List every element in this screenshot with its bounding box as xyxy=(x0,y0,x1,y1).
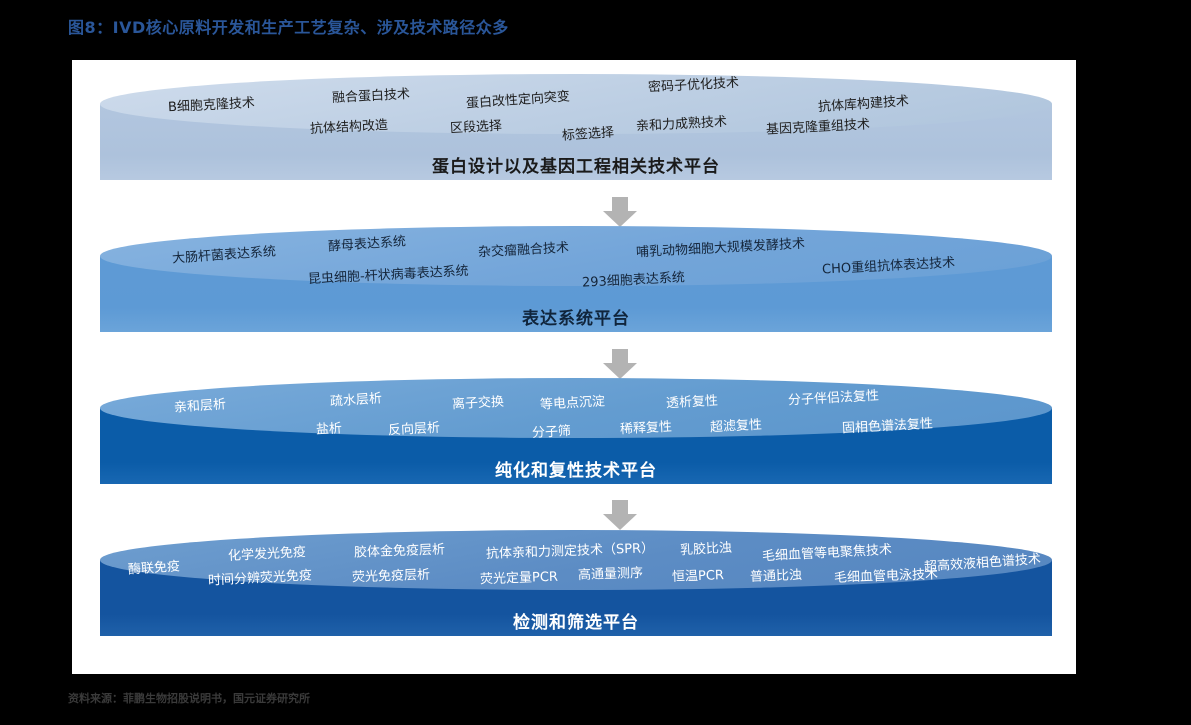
tag-label-selection[interactable]: 标签选择 xyxy=(561,125,615,144)
flow-arrow-2-to-3-icon xyxy=(603,349,637,379)
tag-antibody-library[interactable]: 抗体库构建技术 xyxy=(817,93,910,116)
layer-expression-system[interactable]: 大肠杆菌表达系统 酵母表达系统 杂交瘤融合技术 哺乳动物细胞大规模发酵技术 CH… xyxy=(100,226,1052,336)
tag-ultrafiltration-refolding[interactable]: 超滤复性 xyxy=(709,417,763,436)
tag-insect-baculovirus-expression[interactable]: 昆虫细胞-杆状病毒表达系统 xyxy=(307,263,469,288)
layer-protein-design[interactable]: B细胞克隆技术 融合蛋白技术 蛋白改性定向突变 密码子优化技术 抗体库构建技术 … xyxy=(100,74,1052,184)
tag-b-cell-cloning[interactable]: B细胞克隆技术 xyxy=(167,95,256,116)
tag-mammalian-fermentation[interactable]: 哺乳动物细胞大规模发酵技术 xyxy=(635,236,806,261)
tag-salting-out[interactable]: 盐析 xyxy=(315,421,343,438)
tag-molecular-sieve[interactable]: 分子筛 xyxy=(531,423,572,442)
tag-standard-turbidimetry[interactable]: 普通比浊 xyxy=(749,568,803,585)
layer-2-tags: 大肠杆菌表达系统 酵母表达系统 杂交瘤融合技术 哺乳动物细胞大规模发酵技术 CH… xyxy=(100,226,1052,291)
tag-fluorescence-immunochromatography[interactable]: 荧光免疫层析 xyxy=(351,567,431,586)
layer-purification-refolding[interactable]: 亲和层析 疏水层析 离子交换 等电点沉淀 透析复性 分子伴侣法复性 盐析 反向层… xyxy=(100,378,1052,488)
tag-chaperone-refolding[interactable]: 分子伴侣法复性 xyxy=(787,388,880,409)
tag-uplc[interactable]: 超高效液相色谱技术 xyxy=(923,551,1042,576)
tag-elisa[interactable]: 酶联免疫 xyxy=(127,559,181,578)
tag-affinity-chromatography[interactable]: 亲和层析 xyxy=(173,397,227,416)
tag-antibody-affinity-spr[interactable]: 抗体亲和力测定技术（SPR） xyxy=(485,541,655,562)
flow-arrow-1-to-2-icon xyxy=(603,197,637,227)
tag-high-throughput-sequencing[interactable]: 高通量测序 xyxy=(577,565,644,584)
tag-protein-mutation[interactable]: 蛋白改性定向突变 xyxy=(465,89,571,112)
tag-yeast-expression[interactable]: 酵母表达系统 xyxy=(327,234,407,255)
tag-capillary-isoelectric-focusing[interactable]: 毛细血管等电聚焦技术 xyxy=(761,542,893,565)
tag-trfia[interactable]: 时间分辨荧光免疫 xyxy=(207,568,313,589)
tag-segment-selection[interactable]: 区段选择 xyxy=(449,118,503,137)
tag-quantitative-pcr[interactable]: 荧光定量PCR xyxy=(479,569,559,588)
tag-ecoli-expression[interactable]: 大肠杆菌表达系统 xyxy=(171,244,277,267)
tag-reverse-phase-chromatography[interactable]: 反向层析 xyxy=(387,420,441,439)
figure-title: 图8：IVD核心原料开发和生产工艺复杂、涉及技术路径众多 xyxy=(68,18,509,37)
diagram-canvas: B细胞克隆技术 融合蛋白技术 蛋白改性定向突变 密码子优化技术 抗体库构建技术 … xyxy=(72,60,1076,674)
layer-4-tags: 酶联免疫 化学发光免疫 胶体金免疫层析 抗体亲和力测定技术（SPR） 乳胶比浊 … xyxy=(100,530,1052,592)
layer-2-label: 表达系统平台 xyxy=(522,309,630,329)
tag-dilution-refolding[interactable]: 稀释复性 xyxy=(619,419,673,438)
layer-4-label: 检测和筛选平台 xyxy=(513,613,639,633)
layer-3-label: 纯化和复性技术平台 xyxy=(495,461,657,481)
tag-gene-cloning-recombination[interactable]: 基因克隆重组技术 xyxy=(765,117,871,138)
tag-affinity-maturation[interactable]: 亲和力成熟技术 xyxy=(635,114,728,135)
layer-3-tags: 亲和层析 疏水层析 离子交换 等电点沉淀 透析复性 分子伴侣法复性 盐析 反向层… xyxy=(100,378,1052,442)
tag-solid-phase-refolding[interactable]: 固相色谱法复性 xyxy=(841,416,934,437)
tag-codon-optimization[interactable]: 密码子优化技术 xyxy=(647,75,740,96)
tag-isoelectric-precipitation[interactable]: 等电点沉淀 xyxy=(539,394,606,413)
source-note: 资料来源：菲鹏生物招股说明书，国元证券研究所 xyxy=(68,692,310,705)
tag-antibody-structure[interactable]: 抗体结构改造 xyxy=(309,117,389,138)
tag-colloidal-gold-immunochromatography[interactable]: 胶体金免疫层析 xyxy=(353,542,446,561)
layer-4-top-surface xyxy=(100,530,1052,590)
tag-ion-exchange[interactable]: 离子交换 xyxy=(451,394,505,413)
layer-1-top-surface xyxy=(100,74,1052,134)
tag-cho-antibody-expression[interactable]: CHO重组抗体表达技术 xyxy=(821,255,956,278)
tag-latex-turbidimetry[interactable]: 乳胶比浊 xyxy=(679,540,733,559)
tag-hydrophobic-chromatography[interactable]: 疏水层析 xyxy=(329,391,383,410)
layer-detection-screening[interactable]: 酶联免疫 化学发光免疫 胶体金免疫层析 抗体亲和力测定技术（SPR） 乳胶比浊 … xyxy=(100,530,1052,640)
layer-3-top-surface xyxy=(100,378,1052,438)
layer-1-tags: B细胞克隆技术 融合蛋白技术 蛋白改性定向突变 密码子优化技术 抗体库构建技术 … xyxy=(100,74,1052,144)
tag-293-cell-expression[interactable]: 293细胞表达系统 xyxy=(581,270,686,291)
tag-dialysis-refolding[interactable]: 透析复性 xyxy=(665,393,719,412)
layer-1-label: 蛋白设计以及基因工程相关技术平台 xyxy=(432,157,720,177)
tag-capillary-electrophoresis[interactable]: 毛细血管电泳技术 xyxy=(833,567,939,586)
layer-2-top-surface xyxy=(100,226,1052,286)
tag-isothermal-pcr[interactable]: 恒温PCR xyxy=(671,568,725,585)
tag-fusion-protein[interactable]: 融合蛋白技术 xyxy=(331,86,411,107)
tag-chemiluminescence-immunoassay[interactable]: 化学发光免疫 xyxy=(227,544,307,565)
tag-hybridoma-fusion[interactable]: 杂交瘤融合技术 xyxy=(477,240,570,261)
flow-arrow-3-to-4-icon xyxy=(603,500,637,530)
